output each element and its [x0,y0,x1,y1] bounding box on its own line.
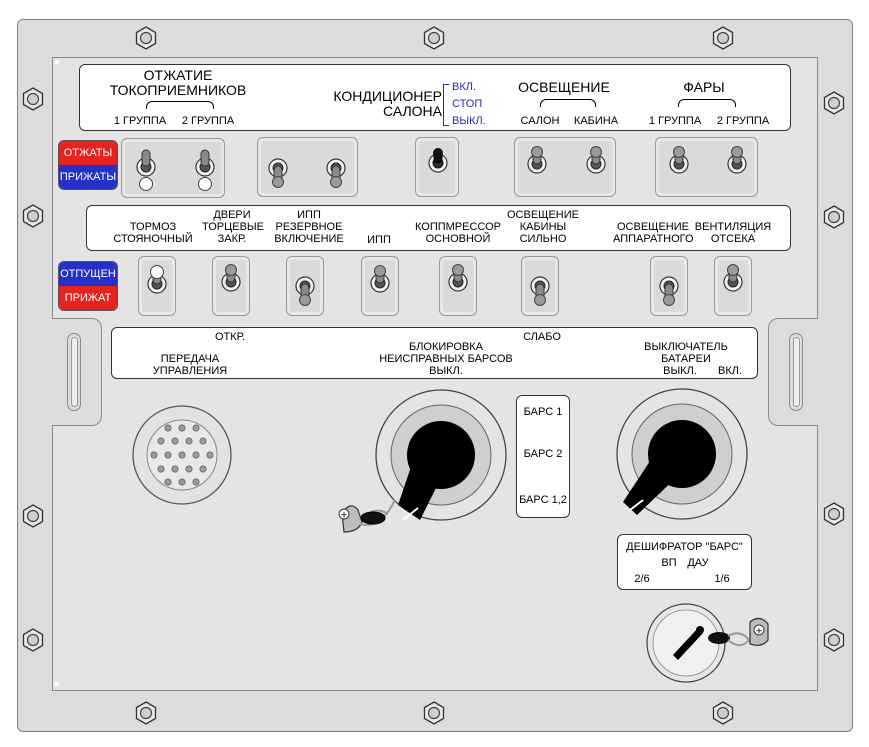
pantograph-group1-label: 1 ГРУППА [113,115,167,127]
ac-off-label: ВЫКЛ. [452,115,486,127]
brake-state-indicator: ОТПУЩЕН ПРИЖАТ [58,261,118,311]
compressor-label: КОППМРЕССОР ОСНОВНОЙ [414,221,502,245]
battery-on-label: ВКЛ. [717,365,743,377]
bars-lock-seal[interactable]: + [338,499,396,533]
ac-stop-label: СТОП [452,98,483,110]
left-handle-slot[interactable] [67,333,81,411]
bars-option-1: БАРС 1 [523,406,563,418]
panel-corner-mark [55,682,59,686]
bars-lock-rotary-knob[interactable] [375,389,507,521]
svg-text:+: + [340,511,348,521]
decoder-card [617,534,752,590]
headlights-group1-label: 1 ГРУППА [648,115,702,127]
headlights-group2-label: 2 ГРУППА [716,115,770,127]
weak-label: СЛАБО [523,331,561,343]
headlights-title: ФАРЫ [683,79,725,95]
ac-title: КОНДИЦИОНЕР САЛОНА [333,88,442,119]
open-label: ОТКР. [215,331,245,343]
right-handle-slot[interactable] [789,333,803,411]
equipment-light-label: ОСВЕЩЕНИЕ АППАРАТНОГО [613,221,694,245]
ipp-label: ИПП [367,234,391,246]
lighting-title: ОСВЕЩЕНИЕ [518,79,610,95]
bars-option-3: БАРС 1,2 [519,494,567,506]
decoder-seal[interactable]: + [708,617,769,647]
lighting-salon-label: САЛОН [520,115,560,127]
svg-text:+: + [755,627,763,637]
pantograph-state-top: ОТЖАТЫ [59,141,117,165]
decoder-right-label: 1/6 [714,573,730,585]
bars-selector-card [516,395,570,518]
bars-lock-label: БЛОКИРОВКА НЕИСПРАВНЫХ БАРСОВ ВЫКЛ. [379,341,513,377]
top-label-strip [79,64,791,131]
end-doors-label: ДВЕРИ ТОРЦЕВЫЕ ЗАКР. [202,209,265,245]
parking-brake-label: ТОРМОЗ СТОЯНОЧНЫЙ [113,221,193,245]
battery-off-label: ВЫКЛ. [663,365,697,377]
ac-bracket [443,84,449,126]
lower-label-strip [111,327,758,379]
bars-option-2: БАРС 2 [523,448,563,460]
battery-switch-label: ВЫКЛЮЧАТЕЛЬ БАТАРЕИ [644,341,728,365]
pantograph-state-indicator: ОТЖАТЫ ПРИЖАТЫ [58,140,118,190]
ac-on-label: ВКЛ. [452,81,477,93]
pantograph-title: ОТЖАТИЕ ТОКОПРИЕМНИКОВ [109,67,247,98]
decoder-left-label: 2/6 [634,573,650,585]
panel-corner-mark [55,60,59,64]
brake-state-top: ОТПУЩЕН [59,262,117,286]
ventilation-label: ВЕНТИЛЯЦИЯ ОТСЕКА [694,221,772,245]
pantograph-group2-label: 2 ГРУППА [181,115,235,127]
decoder-title: ДЕШИФРАТОР "БАРС" [626,541,743,553]
decoder-dau-label: ДАУ [687,557,709,569]
control-transfer-label: ПЕРЕДАЧА УПРАВЛЕНИЯ [152,353,228,377]
decoder-rotary-knob[interactable] [646,603,726,683]
brake-state-bottom: ПРИЖАТ [59,286,117,310]
round-connector-icon[interactable] [132,405,232,505]
lighting-cabin-label: КАБИНА [573,115,619,127]
ipp-reserve-label: ИПП РЕЗЕРВНОЕ ВКЛЮЧЕНИЕ [274,209,344,245]
ac-switch-housing [415,137,459,197]
cabin-light-label: ОСВЕЩЕНИЕ КАБИНЫ СИЛЬНО [506,209,579,245]
decoder-vp-label: ВП [661,557,677,569]
pantograph-state-bottom: ПРИЖАТЫ [59,165,117,189]
middle-label-strip [86,205,791,251]
headlights-bracket [678,99,736,107]
lighting-bracket [540,99,596,107]
pantograph-bracket [146,101,214,109]
battery-rotary-knob[interactable] [616,388,748,520]
